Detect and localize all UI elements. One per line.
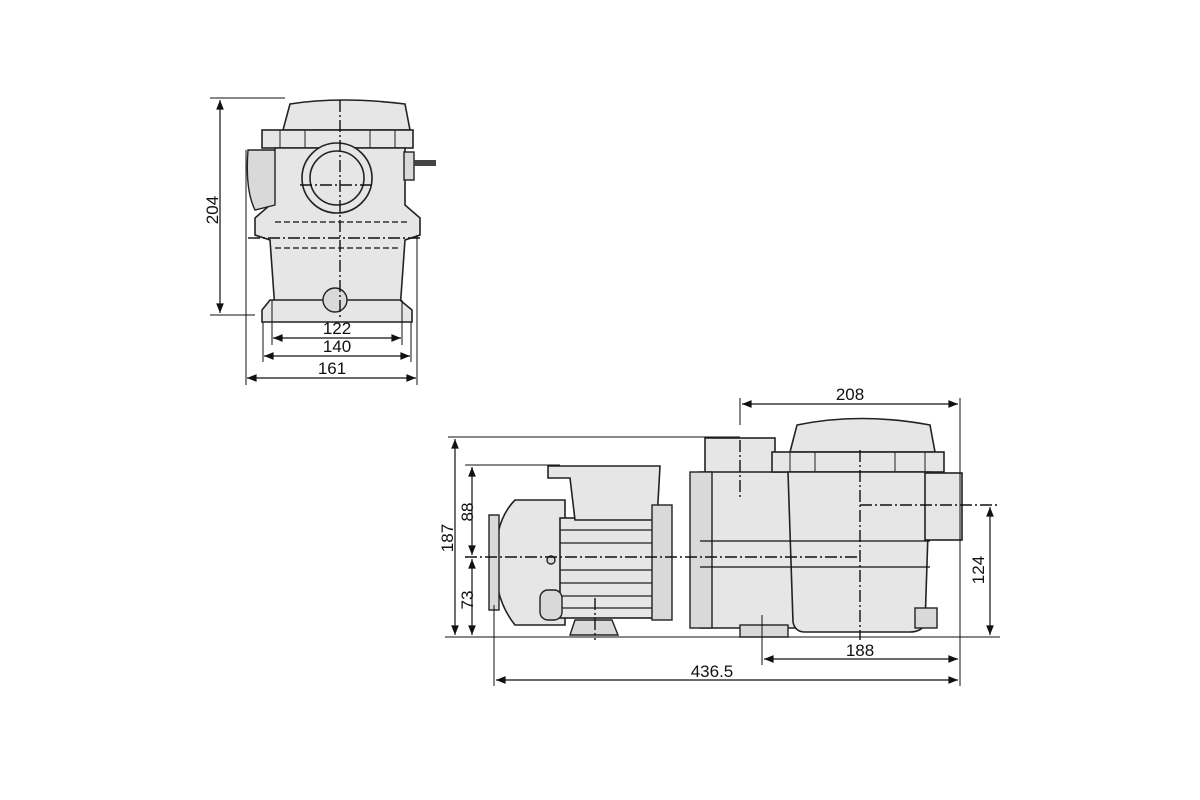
drain-plug-icon [322,287,348,313]
front-view: 204 122 140 161 [203,97,436,385]
front-width-mid-dimension: 140 [323,337,351,356]
terminal-box [547,465,661,521]
total-height-dimension: 187 [438,524,457,552]
front-cable [414,160,436,166]
housing-foot [739,624,789,638]
front-port-inner [309,150,365,206]
motor-flange [651,504,673,621]
side-view: 187 88 73 208 124 188 436.5 [438,385,1000,686]
upper-axis-dimension: 88 [458,503,477,522]
screw-icon [546,555,556,565]
base-length-dimension: 188 [846,641,874,660]
basket-lid-ring [771,451,945,473]
front-side-cover [246,149,276,211]
capacitor [539,589,563,621]
total-length-dimension: 436.5 [691,662,734,681]
motor-body [559,517,661,619]
motor-end-ring [488,514,500,611]
strainer-basket [787,471,931,633]
lower-axis-dimension: 73 [458,591,477,610]
front-lid [281,99,411,131]
top-length-dimension: 208 [836,385,864,404]
inlet-port [924,472,963,541]
front-height-dimension: 204 [203,196,222,224]
basket-lid [788,417,936,453]
front-cable-gland [403,151,415,181]
inlet-height-dimension: 124 [969,556,988,584]
front-width-inner-dimension: 122 [323,319,351,338]
housing-flange [689,471,713,629]
motor-foot [569,619,620,636]
front-width-outer-dimension: 161 [318,359,346,378]
basket-drain-plug [914,607,938,629]
